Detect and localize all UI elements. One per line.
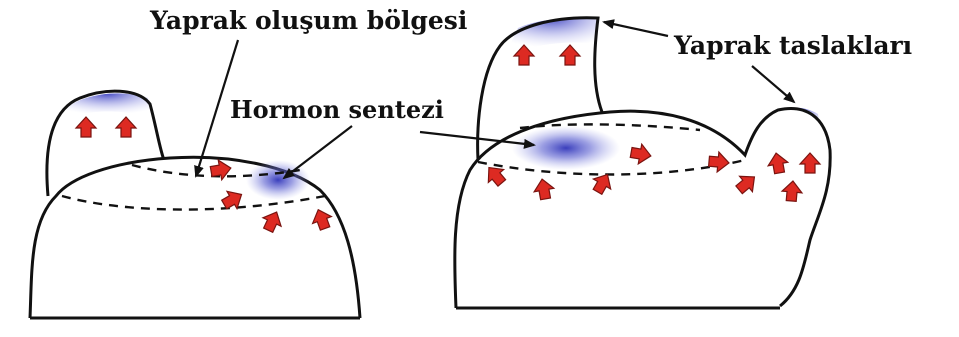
right-hormone-spot — [512, 126, 620, 170]
red-growth-arrow-icon — [560, 45, 580, 65]
red-growth-arrow-icon — [116, 117, 136, 137]
hormone-synthesis-label: Hormon sentezi — [230, 98, 444, 122]
left-shoot-apex — [30, 91, 360, 318]
leaf-formation-zone-label: Yaprak oluşum bölgesi — [150, 8, 467, 33]
red-growth-arrow-icon — [76, 117, 96, 137]
pointer-arrow-icon — [752, 66, 794, 102]
left-primordium-shading — [64, 93, 150, 120]
leaf-primordia-label: Yaprak taslakları — [674, 33, 912, 58]
pointer-arrow-icon — [284, 126, 352, 178]
right-shoot-apex — [455, 18, 830, 308]
right-apex-dome — [455, 109, 830, 308]
right-tall-primordium-shading — [505, 18, 598, 55]
pointer-arrow-icon — [604, 22, 668, 36]
left-apex-dome — [30, 157, 360, 318]
